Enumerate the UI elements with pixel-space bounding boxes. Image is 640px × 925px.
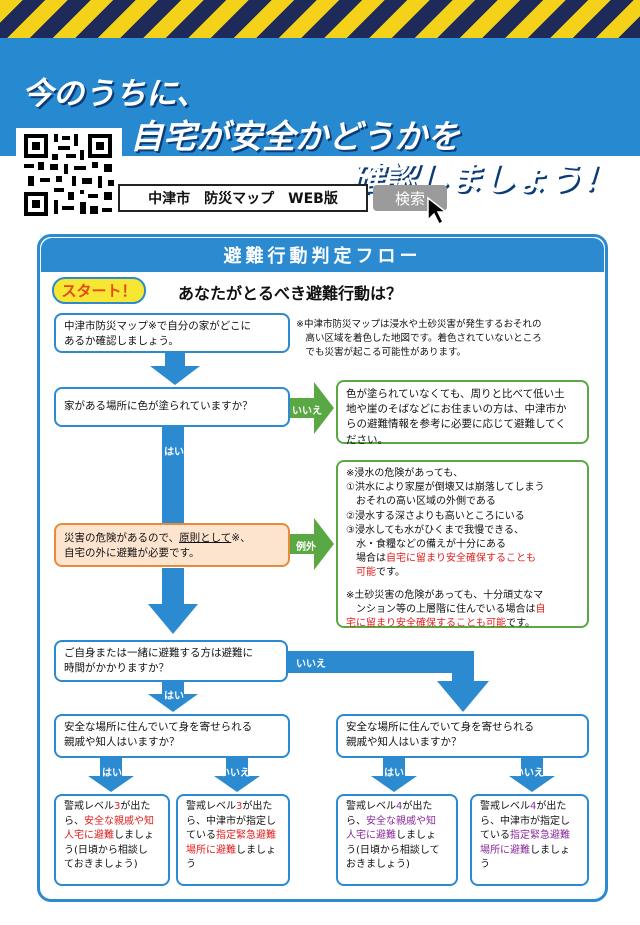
q5-left-no-label: いいえ: [220, 768, 250, 779]
trunk-upper: [162, 425, 184, 528]
branch-right-horizontal: [288, 651, 474, 673]
arrow-right-no: [509, 758, 555, 792]
step2-no-box: 色が塗られていなくても、周りと比べて低い土 地や崖のそばなどにお住まいの方は、中…: [336, 380, 589, 446]
result-box-1: 警戒レベル3が出た ら、安全な親戚や知 人宅に避難しましょ う(日頃から相談し …: [54, 794, 170, 886]
step2-no-label: いいえ: [292, 406, 322, 417]
arrow-right-exception: [288, 518, 334, 570]
map-note: ※中津市防災マップは浸水や土砂災害が発生するおそれの 高い区域を着色した地図です…: [296, 319, 542, 358]
flow-title: 避難行動判定フロー: [41, 238, 604, 272]
arrow-left-yes: [88, 758, 134, 792]
cursor-arrow-icon: [427, 196, 449, 226]
step4-yes-label: はい: [164, 691, 184, 702]
search-button[interactable]: 検索: [373, 185, 447, 211]
qr-code-icon: [22, 132, 116, 218]
step1-box: 中津市防災マップ※で自分の家がどこに あるか確認しましょう。: [54, 313, 290, 353]
step2-box: 家がある場所に色が塗られていますか？: [54, 387, 290, 427]
q5-left-box: 安全な場所に住んでいて身を寄せられる 親戚や知人はいますか？: [54, 714, 290, 758]
trunk-lower: [162, 568, 184, 604]
exception-box: ※浸水の危険があっても、 ①洪水により家屋が倒壊又は崩落してしまう おそれの高い…: [336, 460, 589, 629]
arrow-left-no: [214, 758, 260, 792]
arrow-right-green: [288, 382, 334, 434]
step4-no-label: いいえ: [296, 659, 326, 670]
q5-right-box: 安全な場所に住んでいて身を寄せられる 親戚や知人はいますか？: [336, 714, 589, 758]
arrow-down-2: [148, 604, 198, 634]
q5-right-no-label: いいえ: [514, 768, 544, 779]
result-box-3: 警戒レベル4が出た ら、安全な親戚や知 人宅に避難しましょ う(日頃から相談して…: [336, 794, 458, 886]
arrow-down-3: [148, 680, 198, 712]
result-box-2: 警戒レベル3が出た ら、中津市が指定し ている指定緊急避難 場所に避難しましょ …: [176, 794, 290, 886]
arrow-down-1: [150, 352, 200, 385]
step4-box: ご自身または一緒に避難する方は避難に 時間がかかりますか？: [54, 640, 288, 682]
result-box-4: 警戒レベル4が出た ら、中津市が指定し ている指定緊急避難 場所に避難しましょ …: [470, 794, 589, 886]
start-badge: スタート！: [52, 277, 146, 304]
headline-line-2: 自宅が安全かどうかを: [130, 110, 460, 161]
map-search-label[interactable]: 中津市 防災マップ WEB版: [118, 184, 368, 212]
header-banner: 今のうちに、 自宅が安全かどうかを 確認しましょう！: [0, 38, 640, 203]
flow-question: あなたがとるべき避難行動は？: [178, 284, 403, 303]
q5-right-yes-label: はい: [384, 768, 404, 779]
arrow-right-yes: [371, 758, 417, 792]
arrow-down-right: [437, 681, 489, 712]
warning-stripes: [0, 0, 640, 38]
q5-left-yes-label: はい: [102, 768, 122, 779]
headline-line-1: 今のうちに、: [22, 76, 208, 112]
exception-label: 例外: [296, 542, 316, 553]
qr-code[interactable]: [16, 128, 122, 222]
step2-yes-label: はい: [164, 447, 184, 458]
step3-box: 災害の危険があるので、原則として※、 自宅の外に避難が必要です。: [54, 523, 290, 567]
branch-right-vertical: [452, 651, 474, 681]
